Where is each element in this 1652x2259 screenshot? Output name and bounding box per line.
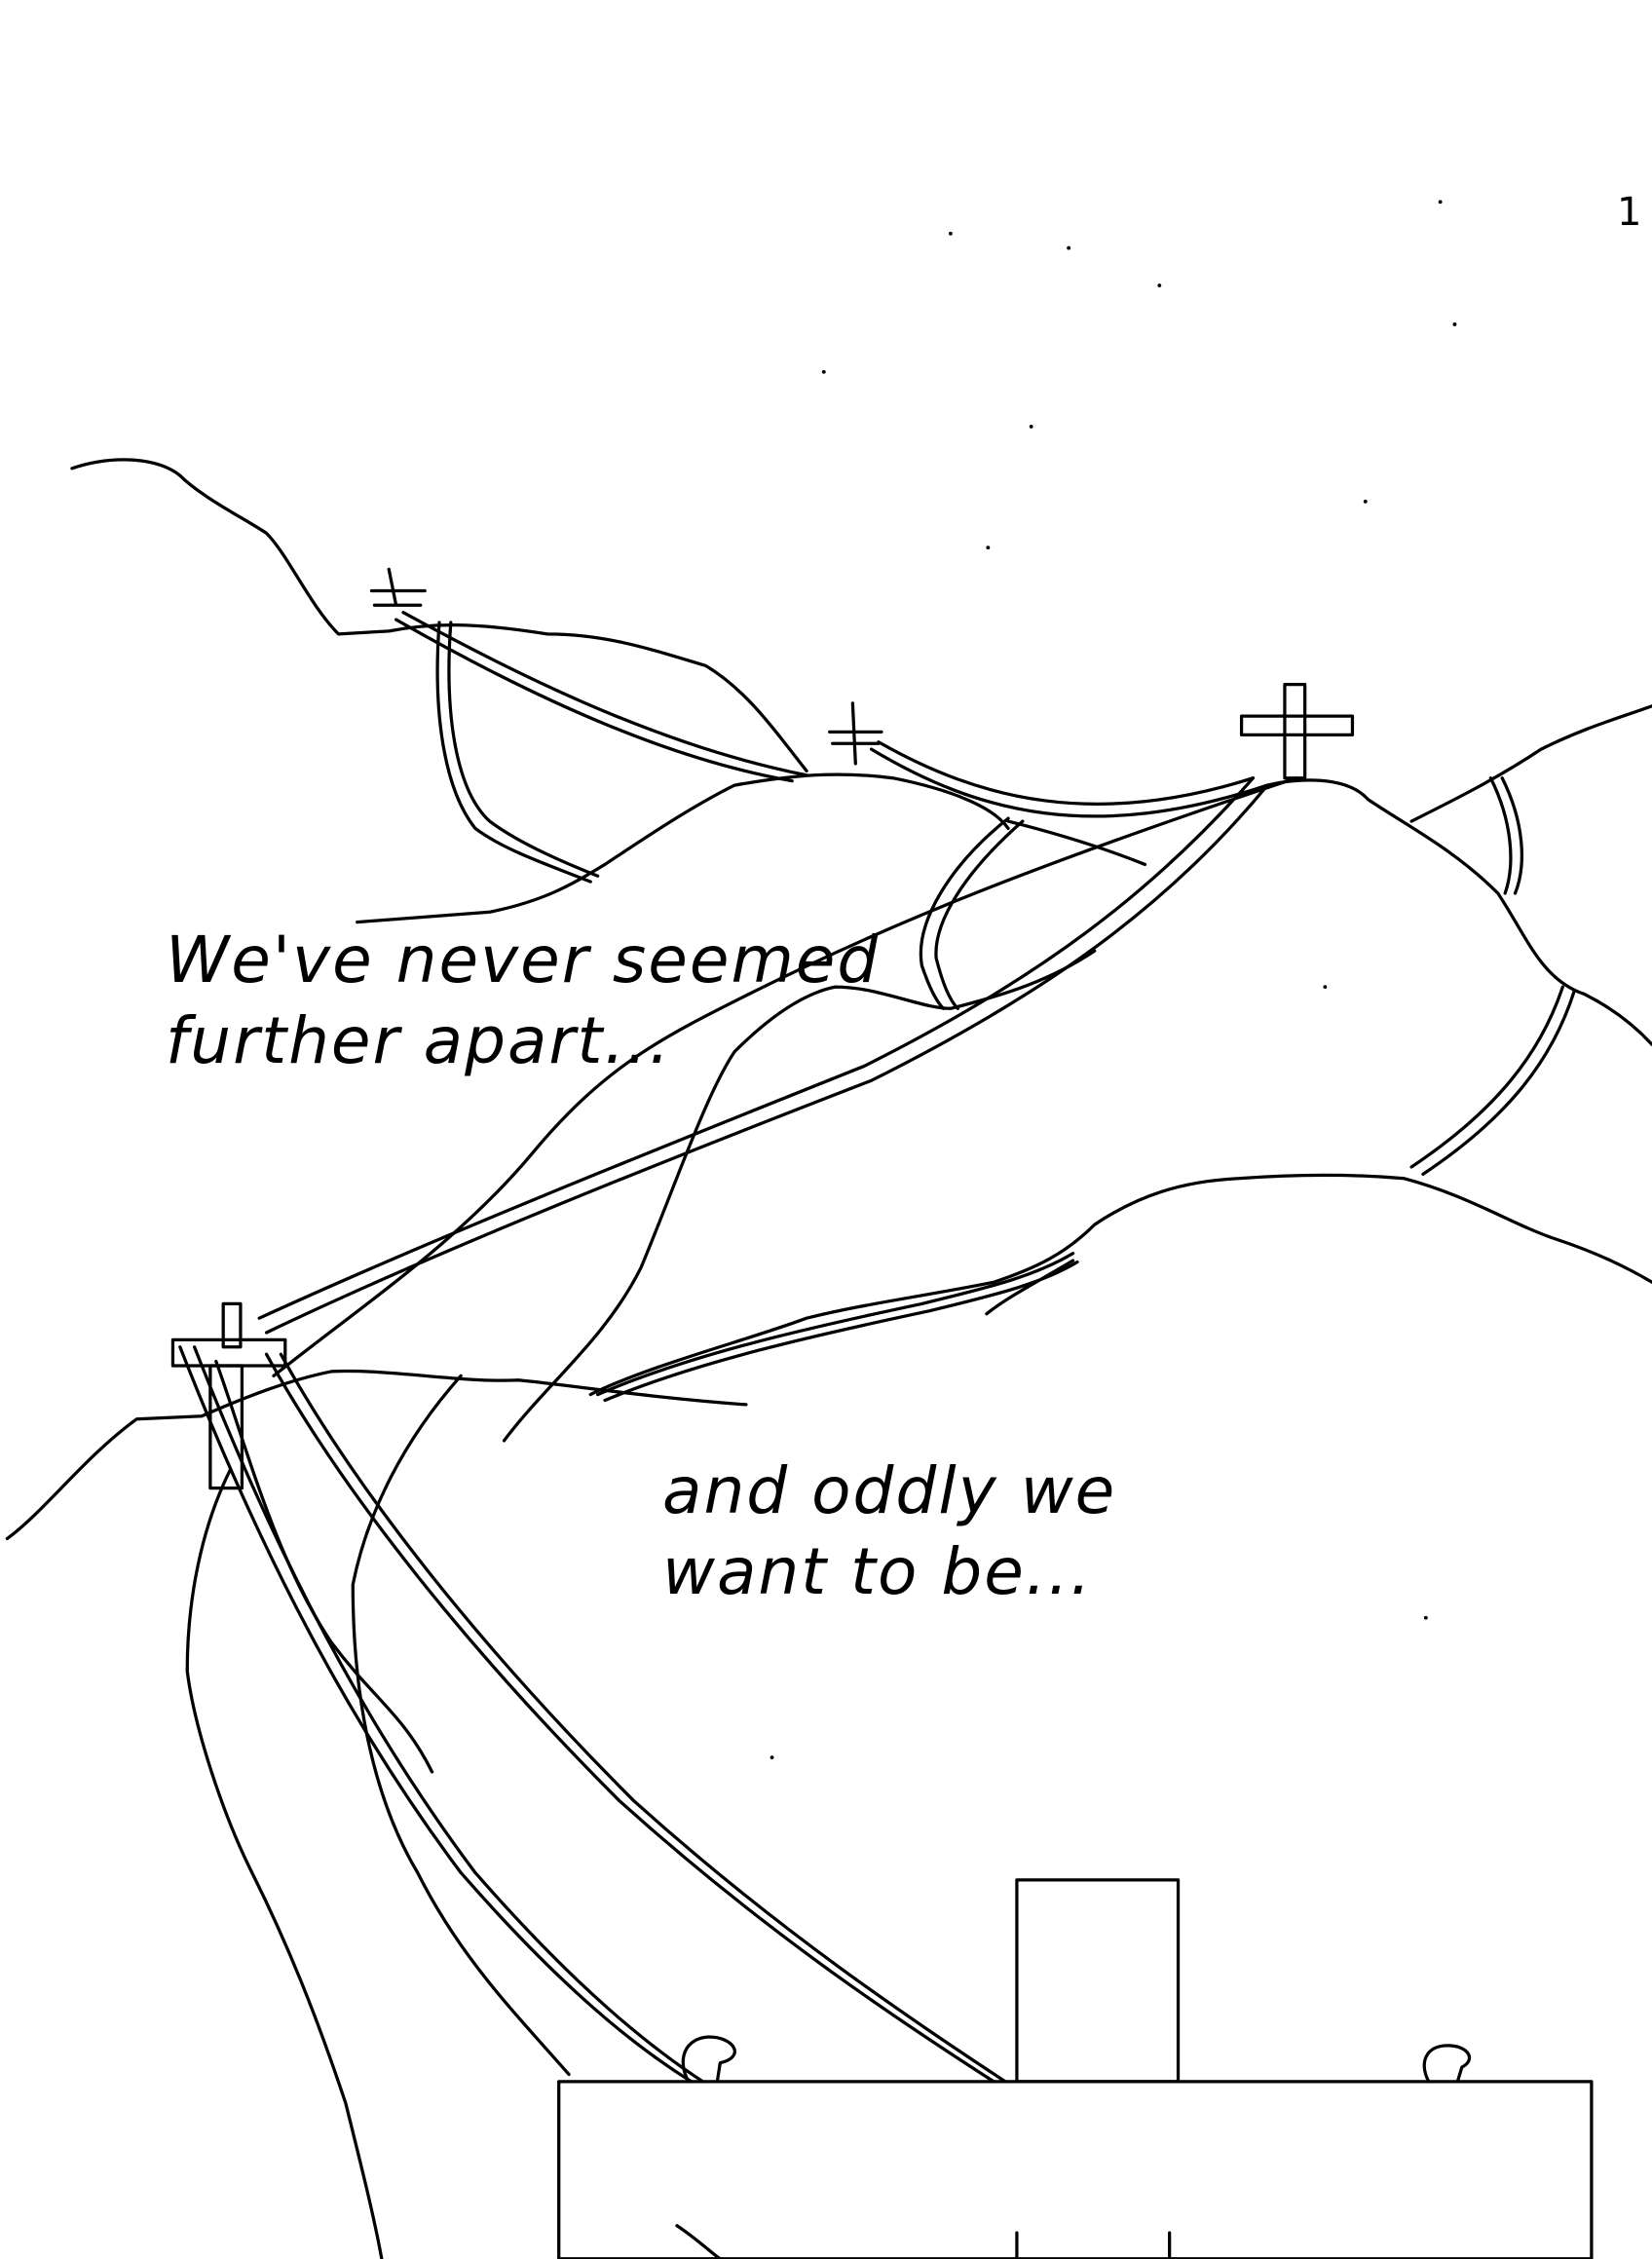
wire [435, 621, 600, 884]
left-slope [185, 1467, 384, 2259]
wire [919, 816, 1025, 1010]
wire [1006, 819, 1147, 867]
caption-second: and oddly we want to be... [662, 1451, 1116, 1612]
pole-middle [828, 701, 883, 766]
right-hill [1265, 778, 1652, 1046]
foreground-ridge [5, 1369, 748, 1541]
far-ridge [70, 458, 808, 772]
insulator [681, 2035, 736, 2084]
central-hill [502, 949, 1097, 1443]
pole-foreground [557, 1878, 1594, 2259]
wire [1488, 776, 1523, 895]
caption-line: want to be... [662, 1533, 1093, 1609]
insulator [1422, 2044, 1472, 2084]
caption-line: We've never seemed [166, 922, 881, 998]
caption-line: further apart... [166, 1002, 672, 1078]
wire [596, 1252, 1079, 1403]
wire [1409, 985, 1576, 1176]
specks [770, 200, 1457, 1760]
inner-slope [351, 1374, 571, 2077]
wire [394, 611, 808, 783]
wire [257, 776, 1269, 1335]
caption-first: We've never seemed further apart... [166, 921, 880, 1081]
right-far-ridge [1409, 704, 1652, 823]
wire [869, 740, 1269, 818]
caption-line: and oddly we [662, 1453, 1117, 1528]
wire [214, 1359, 434, 1774]
wire [178, 1345, 705, 2084]
wire [264, 1352, 1007, 2084]
pole-far-left [369, 567, 427, 607]
wire [272, 776, 1298, 1377]
pole-right [1239, 682, 1355, 780]
front-hill [588, 1173, 1652, 1397]
page-number: 1 [1617, 190, 1642, 235]
middle-hill [356, 772, 1010, 924]
pole-left [170, 1301, 287, 1490]
